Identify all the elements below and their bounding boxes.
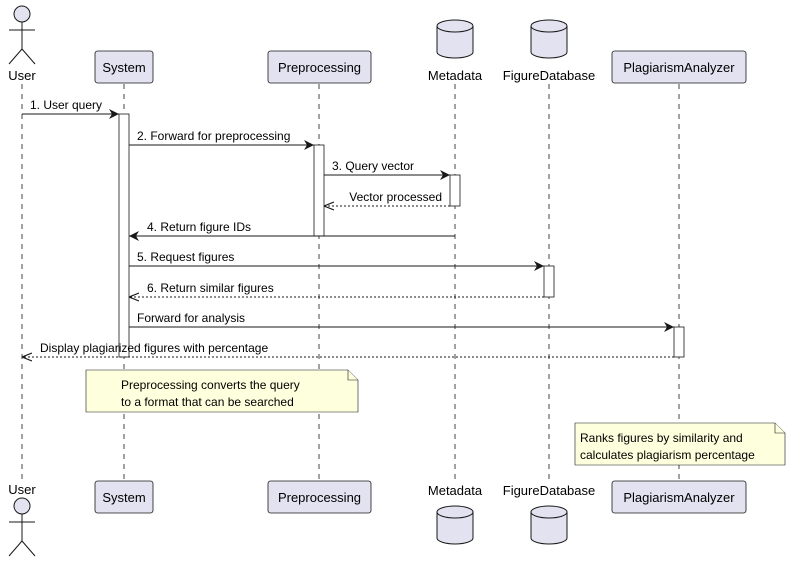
note-text-line: Preprocessing converts the query (121, 378, 300, 392)
message-label: 2. Forward for preprocessing (137, 129, 290, 143)
message-8: Forward for analysis (129, 311, 674, 332)
system-label-bottom: System (102, 490, 145, 505)
note-text-line: to a format that can be searched (121, 395, 294, 409)
message-2: 2. Forward for preprocessing (129, 129, 314, 150)
preprocessing-label-bottom: Preprocessing (278, 490, 361, 505)
message-4: Vector processed (324, 190, 450, 206)
metadata-label-bottom: Metadata (428, 483, 483, 498)
metadata-activation-bar (449, 174, 461, 207)
message-9: Display plagiarized figures with percent… (22, 341, 674, 357)
system-activation-bar (118, 113, 130, 358)
analyzer-box-bottom (611, 480, 747, 514)
system-box-top (94, 50, 154, 84)
message-label: 1. User query (30, 98, 102, 112)
analyzer-box-top (611, 50, 747, 84)
note-2: Ranks figures by similarity and calculate… (574, 422, 786, 466)
message-label: Vector processed (349, 190, 442, 204)
preprocessing-activation-bar (313, 144, 325, 237)
user-label-bottom: User (8, 482, 36, 497)
analyzer-label-top: PlagiarismAnalyzer (623, 60, 735, 75)
user-label-top: User (8, 68, 36, 83)
analyzer-activation-bar (673, 326, 685, 358)
database-icon-metadata-bottom (436, 505, 474, 545)
database-icon-figuredb-bottom (530, 505, 568, 545)
message-3: 3. Query vector (324, 159, 450, 180)
note-text-line: Ranks figures by similarity and (580, 431, 743, 445)
preprocessing-box-top (267, 50, 372, 84)
note-fold (774, 423, 785, 434)
analyzer-label-bottom: PlagiarismAnalyzer (623, 490, 735, 505)
preprocessing-box-bottom (267, 480, 372, 514)
system-label-top: System (102, 60, 145, 75)
message-label: Display plagiarized figures with percent… (40, 341, 268, 355)
note-shape (85, 369, 359, 413)
message-label: 5. Request figures (137, 250, 234, 264)
message-7: 6. Return similar figures (129, 281, 544, 297)
message-label: 3. Query vector (332, 159, 414, 173)
message-5: 4. Return figure IDs (129, 220, 455, 241)
message-label: 4. Return figure IDs (147, 220, 251, 234)
figuredb-label-top: FigureDatabase (503, 68, 596, 83)
actor-icon-bottom (8, 497, 36, 557)
message-1: 1. User query (22, 98, 119, 119)
preprocessing-label-top: Preprocessing (278, 60, 361, 75)
note-fold (347, 370, 358, 381)
message-label: 6. Return similar figures (147, 281, 274, 295)
database-icon-figuredb-top (530, 19, 568, 59)
metadata-label-top: Metadata (428, 68, 483, 83)
system-box-bottom (94, 480, 154, 514)
figuredb-label-bottom: FigureDatabase (503, 483, 596, 498)
note-text-line: calculates plagiarism percentage (580, 448, 755, 462)
message-label: Forward for analysis (137, 311, 245, 325)
actor-icon-top (8, 5, 36, 65)
note-shape (574, 422, 786, 466)
figuredb-activation-bar (543, 265, 555, 298)
database-icon-metadata-top (436, 19, 474, 59)
message-6: 5. Request figures (129, 250, 544, 271)
note-1: Preprocessing converts the query to a for… (85, 369, 359, 413)
